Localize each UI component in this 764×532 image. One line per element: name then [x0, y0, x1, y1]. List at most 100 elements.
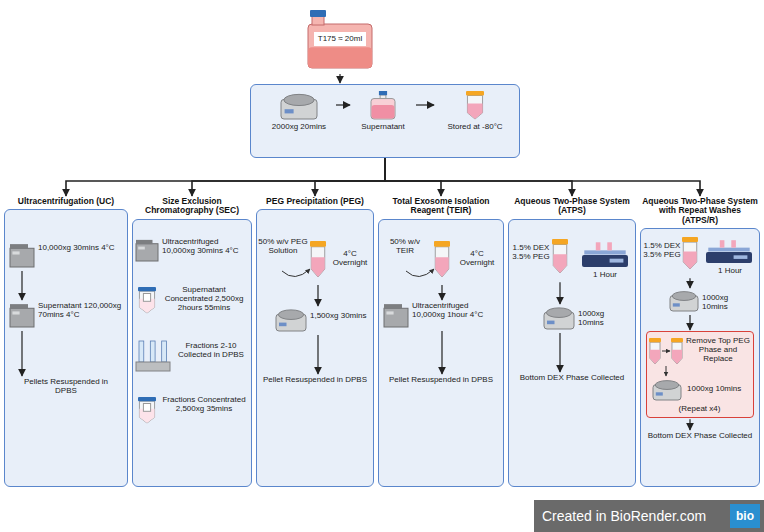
icon-part [552, 239, 568, 273]
step-text: Remove Top PEG Phase and Replace [685, 336, 751, 364]
icon-part [308, 47, 372, 68]
icon-part [552, 239, 568, 244]
process-step: Fractions 2-10 Collected in DPBS [136, 341, 248, 374]
process-step: Ultracentrifuged 10,000xg 1hour 4°C [380, 301, 502, 330]
process-step: Pellet Resuspended in DPBS [386, 375, 496, 386]
icon-part [139, 341, 144, 362]
icon-part [10, 308, 34, 327]
process-step: Fractions Concentrated 2,500xg 35mins [136, 395, 248, 426]
conc-icon [138, 287, 156, 313]
ultra-icon [136, 240, 158, 261]
step-text: 4°C Overnight [328, 249, 372, 267]
icon-part [671, 338, 683, 342]
icon-part [683, 242, 696, 269]
icon-part [553, 244, 566, 273]
step-text: Ultracentrifuged 10,000xg 30mins 4°C [162, 237, 248, 255]
method-column: Total Exosome Isolation Reagent (TEIR) 50… [378, 197, 504, 487]
process-step: 1000xg 10mins [510, 305, 634, 332]
branch-arrow [66, 158, 385, 196]
down-icon [666, 366, 667, 376]
icon-part [136, 240, 153, 244]
icon-part [682, 237, 698, 242]
icon-part [372, 105, 395, 119]
icon-part [672, 292, 696, 301]
step-text: Supernatant 120,000xg 70mins 4°C [38, 301, 124, 319]
flow-arrow [317, 285, 318, 306]
step-text: 10,000xg 30mins 4°C [38, 243, 124, 252]
icon-part [467, 95, 482, 119]
icon-part [12, 311, 19, 314]
logo-text: bio [730, 509, 760, 523]
icon-part [278, 310, 303, 320]
step-text: 50% w/v TEIR [380, 237, 430, 255]
tube-icon [682, 237, 698, 269]
branch-arrow [315, 158, 385, 196]
step-text: (Repeat x4) [647, 404, 752, 413]
step-text: Supernatant [351, 122, 415, 131]
shaker-icon [582, 242, 628, 267]
icon-part [143, 294, 150, 302]
branch-arrow [385, 158, 572, 196]
icon-part [138, 397, 156, 423]
icon-part [384, 308, 408, 327]
sample-prep-panel: 2000xg 20minsSupernatant Stored at -80°C [250, 84, 520, 158]
centrifuge-icon [281, 94, 317, 119]
tubes2-icon [649, 338, 683, 364]
step-text: 1000xg 10mins [578, 309, 632, 327]
icon-part [553, 254, 566, 273]
icon-part [312, 16, 324, 25]
icon-part [671, 338, 683, 364]
step-text: Fractions Concentrated 2,500xg 35mins [160, 395, 248, 413]
icon-part [662, 351, 670, 352]
method-title: Aqueous Two-Phase System with Repeat Was… [640, 197, 760, 225]
icon-part [734, 255, 748, 259]
process-step: Stored at -80°C [435, 91, 515, 133]
branch-arrow [192, 158, 385, 196]
ultra-icon [10, 244, 34, 267]
icon-part [649, 338, 661, 364]
icon-part [584, 250, 625, 254]
icon-part [610, 259, 624, 263]
icon-part [284, 94, 314, 105]
step-text: Ultracentrifuged 10,000xg 1hour 4°C [412, 301, 500, 319]
icon-part [720, 240, 725, 247]
icon-part [162, 341, 167, 362]
step-text: Pellets Resuspended in DPBS [12, 377, 120, 395]
process-step: Supernatant Concentrated 2,500xg 2hours … [136, 285, 248, 316]
flow-arrow [336, 104, 350, 105]
step-illustration [510, 305, 634, 330]
icon-part [731, 240, 736, 247]
shaker-icon [706, 240, 752, 263]
icon-part [434, 241, 450, 277]
icon-part [10, 248, 34, 267]
icon-part [138, 247, 145, 250]
process-step: 2000xg 20mins [263, 91, 335, 133]
method-column: Aqueous Two-Phase System with Repeat Was… [640, 197, 760, 487]
icon-part [139, 401, 154, 423]
step-text: Pellet Resuspended in DPBS [262, 375, 368, 384]
icon-part [546, 308, 571, 318]
icon-part [649, 338, 661, 342]
flow-arrow [441, 331, 442, 374]
step-illustration [263, 91, 335, 120]
step-text: Supernatant Concentrated 2,500xg 2hours … [160, 285, 248, 313]
flow-arrow [689, 278, 690, 288]
process-step: Pellets Resuspended in DPBS [12, 377, 120, 397]
step-text: Fractions 2-10 Collected in DPBS [174, 341, 248, 359]
sec-icon [136, 341, 170, 371]
method-column: PEG Precipitation (PEG)50% w/v PEG Solut… [256, 197, 374, 487]
method-title: Size Exclusion Chromatography (SEC) [132, 197, 252, 216]
icon-part [682, 237, 698, 269]
icon-part [708, 248, 749, 252]
credit-text: Created in BioRender.com [542, 508, 706, 524]
icon-part [311, 247, 324, 277]
process-step: Supernatant [351, 91, 415, 133]
icon-part [12, 251, 19, 254]
step-illustration [435, 91, 515, 120]
icon-part [435, 247, 448, 277]
repeat-wash-box: Remove Top PEG Phase and Replace1000xg 1… [646, 331, 754, 418]
method-title: Total Exosome Isolation Reagent (TEIR) [378, 197, 504, 216]
method-title: PEG Precipitation (PEG) [256, 197, 374, 206]
tube-icon [466, 91, 484, 119]
process-step: 1,500xg 30mins [258, 307, 372, 334]
